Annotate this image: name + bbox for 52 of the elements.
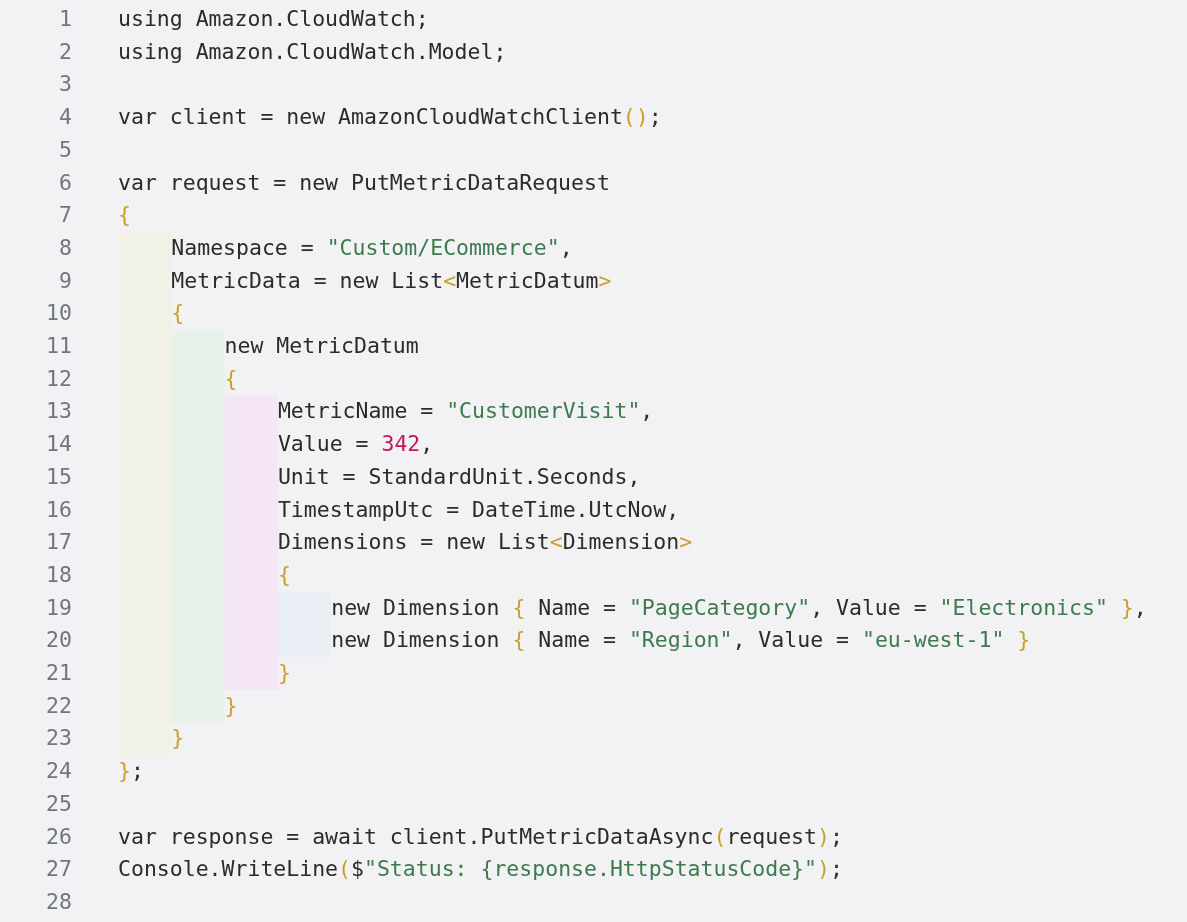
line-number: 28 xyxy=(45,887,72,916)
line-number: 8 xyxy=(58,233,72,262)
code-line: }; xyxy=(118,757,144,786)
code-line: var response = await client.PutMetricDataAsync(request); xyxy=(118,822,843,851)
line-number: 22 xyxy=(45,691,72,720)
line-number: 19 xyxy=(45,593,72,622)
line-number: 18 xyxy=(45,560,72,589)
code-line: Value = 342, xyxy=(277,430,434,459)
code-line: } xyxy=(277,659,291,687)
code-line: new Dimension { Name = "PageCategory", Value = "Electronics" }, xyxy=(331,593,1147,622)
code-line: { xyxy=(224,364,238,393)
line-number: 27 xyxy=(45,855,72,884)
code-line: } xyxy=(224,691,238,720)
line-number: 12 xyxy=(45,364,72,393)
code-line: Unit = StandardUnit.Seconds, xyxy=(277,462,641,491)
line-number: 5 xyxy=(58,135,72,164)
line-number: 17 xyxy=(45,528,72,557)
code-line: var request = new PutMetricDataRequest xyxy=(118,168,610,197)
line-number: 16 xyxy=(45,495,72,524)
line-number: 23 xyxy=(45,724,72,753)
code-line: Namespace = "Custom/ECommerce", xyxy=(171,233,573,262)
line-number: 7 xyxy=(58,201,72,230)
code-line: using Amazon.CloudWatch.Model; xyxy=(118,37,507,66)
line-number: 4 xyxy=(58,103,72,132)
code-line: new Dimension { Name = "Region", Value = "eu-west-1" } xyxy=(331,626,1031,655)
code-line: new MetricDatum xyxy=(224,332,419,360)
line-number: 26 xyxy=(45,822,72,851)
line-number: 21 xyxy=(45,659,72,687)
line-number: 20 xyxy=(45,626,72,655)
code-line: TimestampUtc = DateTime.UtcNow, xyxy=(277,495,680,524)
line-number: 15 xyxy=(45,462,72,491)
line-number: 11 xyxy=(45,332,72,360)
line-number: 25 xyxy=(45,789,72,818)
line-number: 24 xyxy=(45,757,72,786)
code-line: Dimensions = new List<Dimension> xyxy=(277,528,693,557)
code-line: using Amazon.CloudWatch; xyxy=(118,5,429,33)
line-number: 9 xyxy=(58,266,72,295)
line-number: 10 xyxy=(45,299,72,328)
line-number: 1 xyxy=(58,5,72,33)
code-line: } xyxy=(171,724,185,753)
code-line: MetricData = new List<MetricDatum> xyxy=(171,266,612,295)
code-line: { xyxy=(277,560,291,589)
code-line: var client = new AmazonCloudWatchClient(); xyxy=(118,103,662,132)
line-number: 13 xyxy=(45,397,72,426)
line-number: 3 xyxy=(58,70,72,99)
line-number: 2 xyxy=(58,37,72,66)
code-line: MetricName = "CustomerVisit", xyxy=(277,397,654,426)
code-line: { xyxy=(171,299,185,328)
line-number: 6 xyxy=(58,168,72,197)
line-number: 14 xyxy=(45,430,72,459)
code-line: { xyxy=(118,201,131,230)
code-line: Console.WriteLine($"Status: {response.HttpStatusCode}"); xyxy=(118,855,843,884)
